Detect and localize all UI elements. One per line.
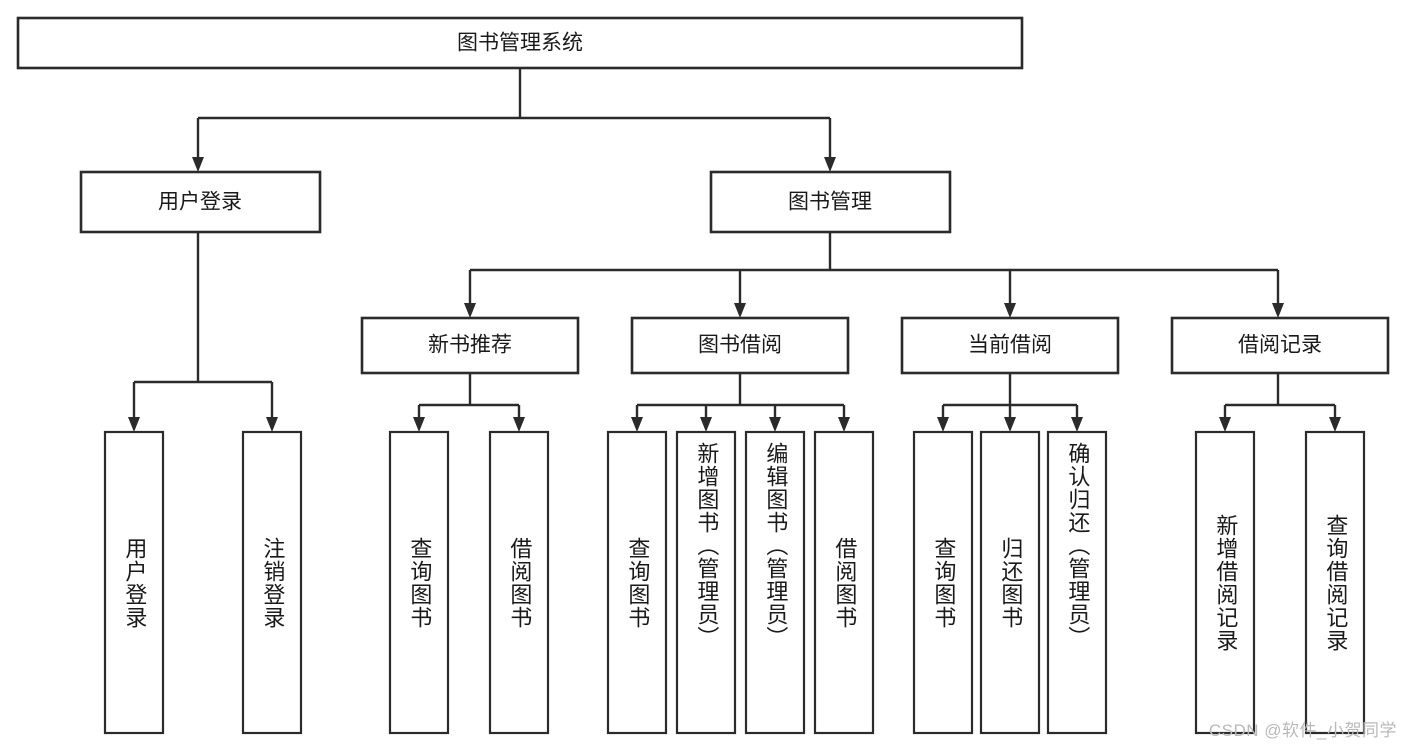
leaf-box-current-borrow-3[interactable] xyxy=(1046,430,1108,735)
arrowhead-book-borrow xyxy=(734,303,746,318)
leaf-box-user-login-2[interactable] xyxy=(241,430,303,735)
node-current-borrow-label: 当前借阅 xyxy=(968,334,1052,357)
arrowhead-leaf-new-book-2 xyxy=(513,417,525,432)
arrowhead-leaf-user-login-1 xyxy=(128,417,140,432)
leaf-box-borrow-record-2[interactable] xyxy=(1304,430,1366,735)
arrowhead-leaf-book-borrow-1 xyxy=(631,417,643,432)
arrowhead-leaf-current-borrow-2 xyxy=(1004,417,1016,432)
arrowhead-leaf-borrow-record-2 xyxy=(1329,417,1341,432)
leaf-box-current-borrow-2[interactable] xyxy=(979,430,1041,735)
arrowhead-leaf-current-borrow-3 xyxy=(1071,417,1083,432)
node-root-box[interactable] xyxy=(16,16,1024,70)
arrowhead-new-book xyxy=(464,303,476,318)
leaf-box-book-borrow-3[interactable] xyxy=(744,430,806,735)
node-book-borrow-box[interactable] xyxy=(630,316,850,375)
arrowhead-leaf-current-borrow-1 xyxy=(937,417,949,432)
leaf-box-book-borrow-4[interactable] xyxy=(813,430,875,735)
node-book-manage-box[interactable] xyxy=(709,170,952,234)
leaf-box-book-borrow-2[interactable] xyxy=(675,430,737,735)
node-book-manage-label: 图书管理 xyxy=(788,191,872,214)
leaf-box-group xyxy=(103,430,1366,735)
connector-group xyxy=(128,68,1341,432)
node-book-borrow[interactable]: 图书借阅 xyxy=(630,316,850,375)
node-borrow-record-label: 借阅记录 xyxy=(1238,334,1322,357)
arrowhead-leaf-borrow-record-1 xyxy=(1219,417,1231,432)
leaf-box-user-login-1[interactable] xyxy=(103,430,165,735)
node-root-system[interactable]: 图书管理系统 xyxy=(16,16,1024,70)
node-borrow-record[interactable]: 借阅记录 xyxy=(1170,316,1390,375)
leaf-box-new-book-1[interactable] xyxy=(388,430,450,735)
arrowhead-leaf-book-borrow-3 xyxy=(769,417,781,432)
node-book-manage[interactable]: 图书管理 xyxy=(709,170,952,234)
node-new-book-box[interactable] xyxy=(360,316,580,375)
node-book-borrow-label: 图书借阅 xyxy=(698,334,782,357)
leaf-box-book-borrow-1[interactable] xyxy=(606,430,668,735)
node-user-login-box[interactable] xyxy=(79,170,322,234)
leaf-box-new-book-2[interactable] xyxy=(488,430,550,735)
leaf-box-borrow-record-1[interactable] xyxy=(1194,430,1256,735)
arrowhead-leaf-new-book-1 xyxy=(413,417,425,432)
node-user-login[interactable]: 用户登录 xyxy=(79,170,322,234)
arrowhead-leaf-book-borrow-2 xyxy=(700,417,712,432)
arrowhead-book-manage xyxy=(824,157,836,172)
node-current-borrow-box[interactable] xyxy=(900,316,1120,375)
leaf-box-current-borrow-1[interactable] xyxy=(912,430,974,735)
arrowhead-leaf-user-login-2 xyxy=(266,417,278,432)
node-user-login-label: 用户登录 xyxy=(158,191,242,214)
node-root-label: 图书管理系统 xyxy=(457,32,583,55)
arrowhead-leaf-book-borrow-4 xyxy=(838,417,850,432)
node-new-book-label: 新书推荐 xyxy=(428,334,512,357)
node-new-book-recommend[interactable]: 新书推荐 xyxy=(360,316,580,375)
arrowhead-current-borrow xyxy=(1004,303,1016,318)
node-borrow-record-box[interactable] xyxy=(1170,316,1390,375)
arrowhead-borrow-record xyxy=(1272,303,1284,318)
node-current-borrow[interactable]: 当前借阅 xyxy=(900,316,1120,375)
arrowhead-user-login xyxy=(192,157,204,172)
